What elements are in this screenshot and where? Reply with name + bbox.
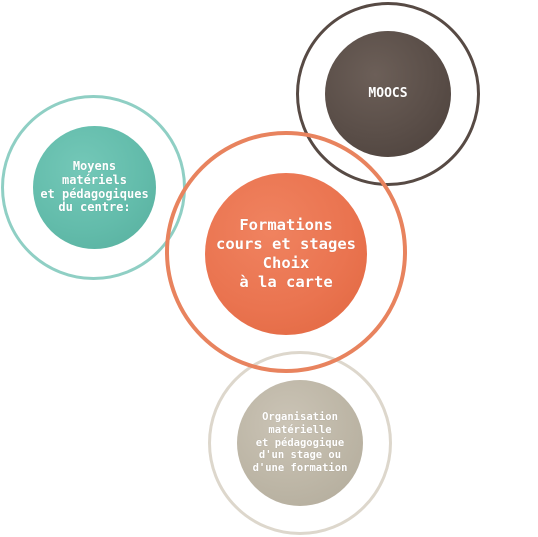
organisation-label: Organisation matérielle et pédagogique d…	[252, 411, 348, 475]
moocs-outer-ring	[296, 2, 480, 186]
formations-circle-button[interactable]: Formations cours et stages Choix à la ca…	[205, 173, 367, 335]
moocs-circle-button[interactable]: MOOCS	[325, 31, 451, 157]
moyens-label: Moyens matériels et pédagogiques du cent…	[40, 158, 149, 215]
formations-outer-ring	[165, 131, 407, 373]
moocs-label: MOOCS	[368, 85, 408, 101]
moyens-circle-button[interactable]: Moyens matériels et pédagogiques du cent…	[33, 126, 156, 249]
organisation-circle-button[interactable]: Organisation matérielle et pédagogique d…	[237, 380, 363, 506]
formations-label: Formations cours et stages Choix à la ca…	[216, 216, 356, 291]
